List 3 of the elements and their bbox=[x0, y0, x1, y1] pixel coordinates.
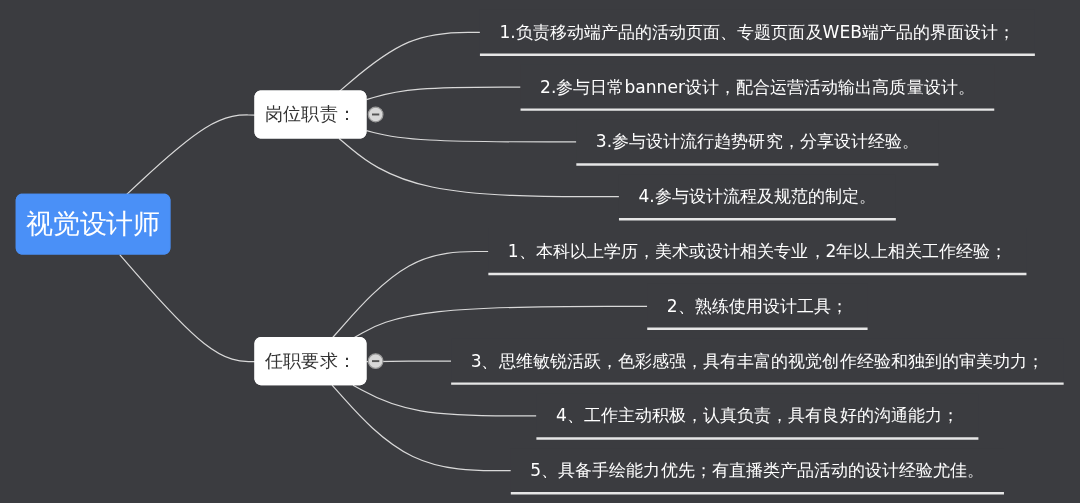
connector bbox=[365, 129, 577, 143]
connector bbox=[331, 250, 489, 339]
connector bbox=[352, 384, 537, 417]
